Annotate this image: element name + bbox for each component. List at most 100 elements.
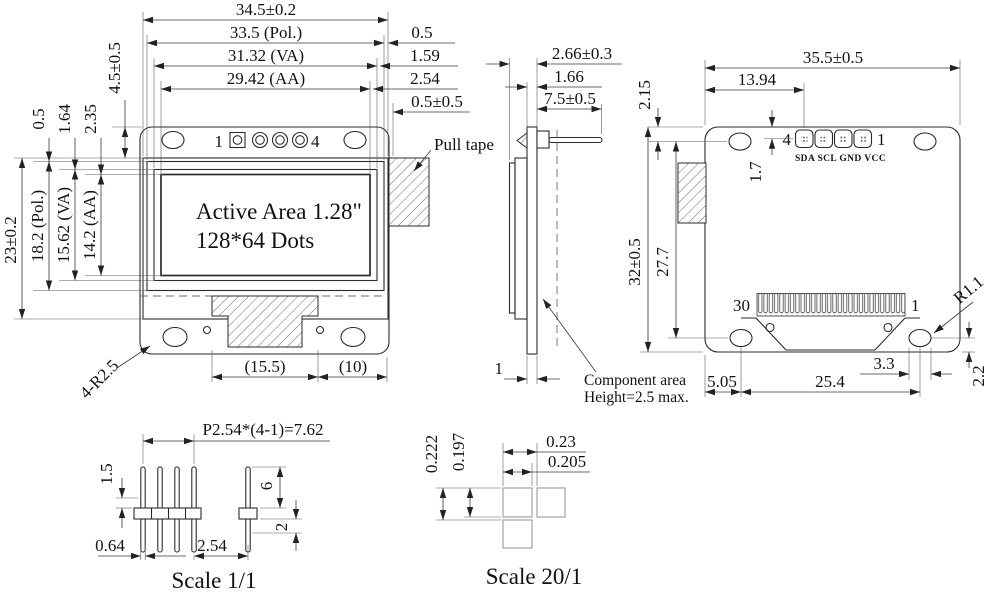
rear-pull-tape-hatched (677, 162, 707, 224)
dim-pin-width: 0.64 (95, 536, 125, 555)
dim-tab-offset: (10) (339, 357, 367, 376)
dim-top-offset: 2.15 (635, 80, 654, 110)
dim-height-pol: 18.2 (Pol.) (28, 190, 47, 262)
front-pin1-label: 1 (215, 132, 224, 151)
pin-pad-round (251, 131, 269, 149)
rear-pin-pads: 4 1 SDA SCL GND VCC (783, 129, 886, 164)
scale-20-1-label: Scale 20/1 (486, 564, 582, 589)
alignment-hole (765, 322, 775, 333)
pin-pad-square (229, 131, 246, 149)
pin-pad (833, 129, 853, 149)
front-pin4-label: 4 (311, 132, 320, 151)
dim-pcb-glass: 1.66 (554, 67, 584, 86)
pin-pad-center (232, 135, 243, 145)
rear-pin4-label: 4 (783, 130, 792, 149)
pin-pad-round (291, 131, 309, 149)
dim-width-total: 34.5±0.2 (236, 0, 296, 19)
mounting-hole (161, 130, 185, 150)
side-pin-head (516, 132, 528, 149)
pin-pad-round (271, 131, 289, 149)
side-header-body (536, 130, 550, 149)
front-viewing-area (153, 168, 378, 282)
pin-pad (853, 129, 873, 149)
mounting-hole (728, 132, 752, 151)
dim-hole-offset-x: 5.05 (707, 372, 737, 391)
dim-hole-offset-y: 2.2 (969, 365, 988, 386)
dim-offset-r3: 2.54 (410, 69, 440, 88)
component-area-note-line2: Height=2.5 max. (584, 389, 689, 406)
front-active-area (160, 173, 371, 277)
pin-pad-center (840, 135, 847, 142)
side-view: 2.66±0.3 1.66 7.5±0.5 1 Component area H… (486, 44, 689, 406)
dim-height-total: 23±0.2 (1, 216, 20, 264)
side-glass (514, 157, 528, 320)
active-area-label-line2: 128*64 Dots (196, 228, 314, 253)
dim-offset-r1: 0.5 (411, 23, 432, 42)
side-polarizer (508, 162, 516, 314)
dim-width-pol: 33.5 (Pol.) (230, 23, 302, 42)
header-body-front (133, 507, 202, 520)
alignment-hole (883, 322, 893, 333)
dim-thickness: 2.66±0.3 (552, 44, 612, 63)
pin-pad-center (255, 135, 265, 145)
dim-pcb-thickness: 1 (495, 359, 504, 378)
dim-pin-length: 6 (257, 482, 276, 491)
pin-pad (814, 129, 834, 149)
dim-pitch-total: P2.54*(4-1)=7.62 (202, 420, 323, 439)
pin-pad-center (275, 135, 285, 145)
dim-pitch: 2.54 (197, 536, 227, 555)
pin-pad-center (295, 135, 305, 145)
pull-tape-label: Pull tape (434, 135, 494, 154)
corner-radius-label: 4-R2.5 (76, 356, 122, 402)
corner-radius-leader (116, 345, 151, 369)
mounting-hole (729, 328, 753, 348)
dim-height-aa: 14.2 (AA) (80, 190, 99, 260)
dot-pixel (536, 487, 566, 518)
rear-pin1-label: 1 (877, 130, 886, 149)
mounting-hole (343, 130, 367, 150)
fpc-tab-hatched (211, 295, 319, 348)
dim-offset-r4: 0.5±0.5 (411, 92, 463, 111)
active-area-label-line1: Active Area 1.28" (196, 199, 362, 224)
dot-pixel (502, 519, 533, 549)
side-pcb (526, 126, 538, 355)
pin-pad-center (801, 135, 808, 142)
dim-hole-span-x: 25.4 (815, 372, 845, 391)
scale-1-1-label: Scale 1/1 (172, 568, 257, 593)
dim-dot-pitch-x: 0.23 (546, 432, 576, 451)
dim-width-va: 31.32 (VA) (228, 46, 304, 65)
dot-pixel (502, 487, 533, 518)
dim-offset-t3: 2.35 (81, 104, 100, 134)
mounting-hole (340, 326, 366, 348)
rear-view: 30 1 4 1 SDA SCL GND VCC (625, 48, 988, 397)
dim-pin-y: 1.7 (746, 161, 765, 183)
front-polarizer (146, 160, 385, 292)
connector-pin1-label: 1 (911, 296, 920, 315)
dim-dot-pitch-y: 0.222 (422, 435, 441, 473)
dim-pin-tip: 1.5 (97, 463, 116, 484)
component-area-leader (542, 298, 597, 373)
header-body-side (238, 507, 258, 520)
dim-offset-r2: 1.59 (410, 46, 440, 65)
pin-signal-names: SDA SCL GND VCC (795, 154, 886, 164)
pin-pad (794, 129, 814, 149)
dim-offset-t4: 4.5±0.5 (105, 42, 124, 94)
pin-pad-center (859, 135, 866, 142)
dim-tab-width: (15.5) (244, 357, 285, 376)
dim-pin-tail: 2 (272, 523, 291, 532)
side-pin (548, 136, 603, 144)
front-pin-pads: 1 4 (215, 131, 320, 151)
fpc-connector-30pin (756, 293, 906, 317)
front-view: Active Area 1.28" 128*64 Dots 1 4 Pull t (1, 0, 494, 402)
dim-offset-t1: 0.5 (29, 108, 48, 129)
dim-dot-height: 0.197 (449, 432, 468, 471)
dim-pin-length: 7.5±0.5 (544, 89, 596, 108)
dim-rear-height: 32±0.5 (625, 238, 644, 286)
alignment-hole (202, 325, 212, 335)
dim-dot-width: 0.205 (548, 452, 586, 471)
pin-header-detail: P2.54*(4-1)=7.62 1.5 6 2 0.64 2.54 Scale… (95, 420, 330, 593)
mounting-hole (162, 326, 188, 348)
pull-tape-hatched (388, 157, 430, 227)
dim-height-va: 15.62 (VA) (54, 187, 73, 263)
